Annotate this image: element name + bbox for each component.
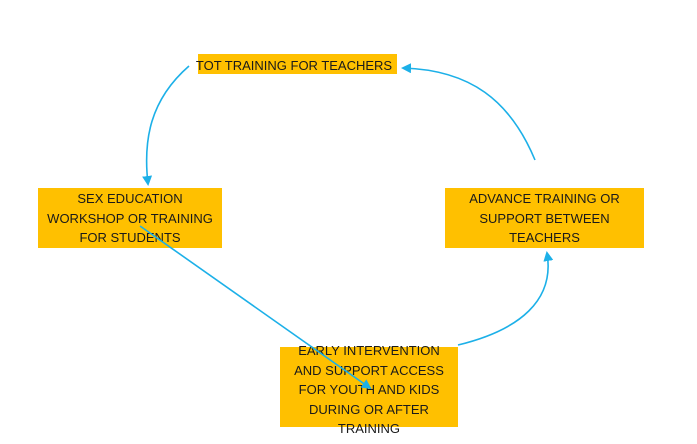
- node-advance-training-line-3: TEACHERS: [509, 230, 580, 245]
- arrow-advance-training-to-tot: [401, 63, 536, 161]
- node-tot-training-fill: [198, 54, 397, 74]
- node-tot-training-label: TOT TRAINING FOR TEACHERS: [196, 54, 392, 76]
- node-advance-training-line-2: SUPPORT BETWEEN: [479, 210, 610, 226]
- node-early-intervention-line-2: AND SUPPORT ACCESS: [294, 362, 444, 378]
- arrow-early-intervention-to-advance-training: [457, 251, 554, 346]
- node-sex-education: SEX EDUCATION WORKSHOP OR TRAINING FOR S…: [38, 188, 222, 248]
- node-tot-training: TOT TRAINING FOR TEACHERS: [188, 54, 400, 76]
- node-sex-education-line-2: WORKSHOP OR TRAINING: [47, 210, 213, 226]
- arrow-tot-to-sex-education: [142, 65, 190, 186]
- node-advance-training: ADVANCE TRAINING OR SUPPORT BETWEEN TEAC…: [445, 188, 644, 248]
- node-early-intervention-line-4: DURING OR AFTER: [309, 401, 429, 417]
- node-advance-training-label: ADVANCE TRAINING OR SUPPORT BETWEEN TEAC…: [469, 188, 619, 248]
- node-sex-education-line-3: FOR STUDENTS: [79, 230, 181, 245]
- node-early-intervention-label: EARLY INTERVENTION AND SUPPORT ACCESS FO…: [294, 341, 444, 439]
- node-early-intervention-line-3: FOR YOUTH AND KIDS: [298, 382, 440, 397]
- node-early-intervention-line-5: TRAINING: [337, 421, 401, 436]
- node-tot-training-line-1: TOT TRAINING FOR TEACHERS: [195, 58, 393, 73]
- node-sex-education-line-1: SEX EDUCATION: [77, 191, 183, 206]
- node-sex-education-label: SEX EDUCATION WORKSHOP OR TRAINING FOR S…: [47, 188, 213, 248]
- node-advance-training-fill: [445, 188, 644, 248]
- node-advance-training-line-1: ADVANCE TRAINING OR: [469, 191, 620, 206]
- node-early-intervention: EARLY INTERVENTION AND SUPPORT ACCESS FO…: [280, 341, 458, 441]
- node-early-intervention-line-1: EARLY INTERVENTION: [298, 343, 440, 358]
